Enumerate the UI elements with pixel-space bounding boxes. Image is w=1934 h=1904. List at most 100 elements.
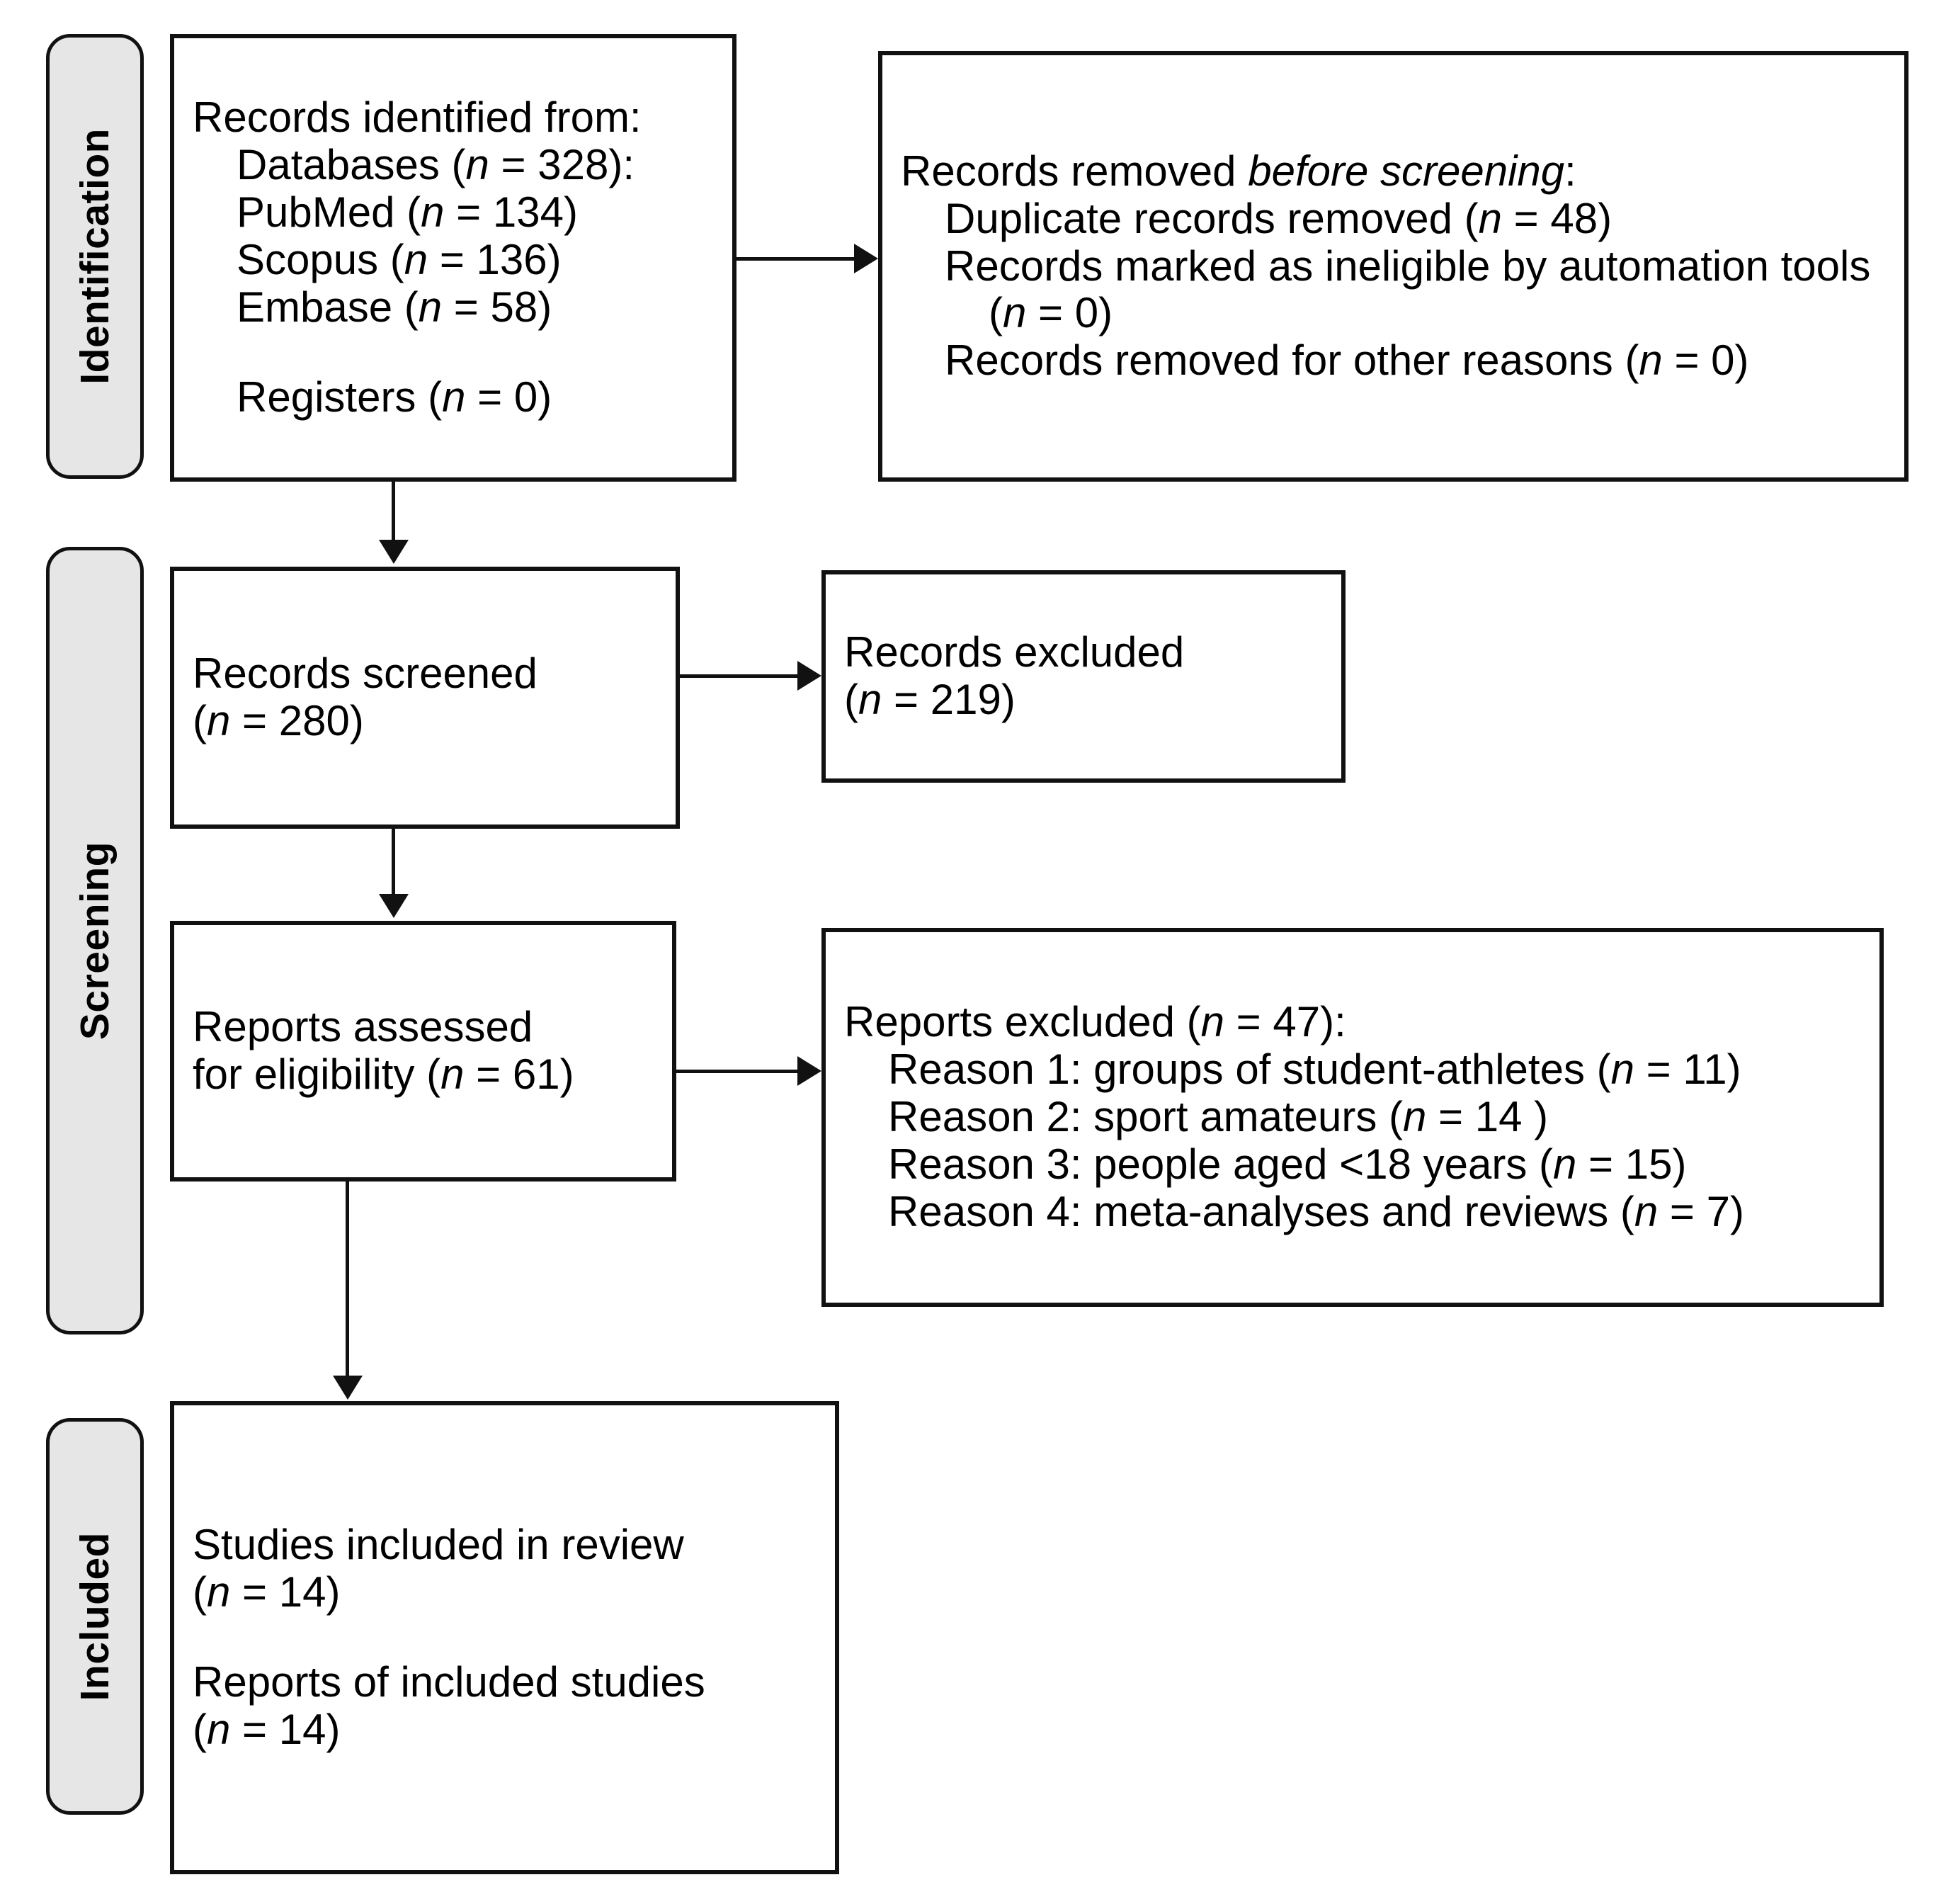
box-records-identified: Records identified from: Databases (n = …	[170, 34, 736, 482]
item-n-value: = 0)	[1662, 336, 1749, 385]
count-n-symbol: n	[858, 676, 882, 723]
reason-n-value: = 14 )	[1426, 1093, 1549, 1141]
box-records-screened: Records screened (n = 280)	[170, 567, 680, 829]
reports-excluded-reason-4: Reason 4: meta-analyses and reviews (n =…	[844, 1187, 1861, 1236]
count-n-symbol: n	[206, 1705, 231, 1753]
stage-identification-label: Identification	[72, 128, 118, 385]
studies-included-spacer	[193, 1616, 817, 1659]
databases-n-value: = 328):	[489, 141, 635, 189]
records-identified-source-pubmed: PubMed (n = 134)	[193, 188, 714, 237]
source-name: Embase (	[237, 283, 419, 331]
count-value: = 14)	[230, 1568, 341, 1616]
reports-excluded-title: Reports excluded (n = 47):	[844, 998, 1861, 1046]
count-value: = 280)	[230, 697, 364, 744]
title-prefix: Reports excluded (	[844, 998, 1201, 1046]
item-n-value: = 0)	[1026, 289, 1113, 337]
item-text: Duplicate records removed (	[945, 194, 1479, 242]
reason-n-symbol: n	[1610, 1046, 1634, 1094]
stage-screening-label: Screening	[72, 841, 118, 1041]
records-excluded-title: Records excluded	[844, 628, 1185, 676]
source-n-value: = 136)	[428, 236, 562, 283]
records-identified-registers: Registers (n = 0)	[193, 373, 714, 421]
connector-screened-to-assessed	[392, 829, 395, 897]
connector-assessed-to-included	[346, 1182, 349, 1378]
arrowhead-identified-to-screened	[379, 540, 409, 564]
studies-included-line1: Studies included in review	[193, 1521, 684, 1569]
registers-n-value: = 0)	[465, 373, 552, 421]
arrowhead-identified-to-removed	[854, 244, 878, 273]
title-n-symbol: n	[1200, 998, 1224, 1046]
records-removed-title-plain: Records removed	[901, 147, 1248, 195]
count-prefix: (	[844, 676, 858, 723]
item-n-value: = 48)	[1502, 194, 1612, 242]
title-value: = 47):	[1224, 998, 1346, 1046]
reports-assessed-line2: for eligibility (n = 61)	[193, 1050, 654, 1099]
reason-text: Reason 2: sport amateurs (	[888, 1093, 1404, 1141]
records-removed-title-italic: before screening	[1248, 147, 1565, 195]
source-n-symbol: n	[404, 236, 428, 283]
records-identified-source-embase: Embase (n = 58)	[193, 283, 714, 332]
records-identified-source-scopus: Scopus (n = 136)	[193, 236, 714, 284]
item-n-symbol: n	[1478, 194, 1503, 242]
source-n-value: = 134)	[444, 188, 578, 237]
reason-n-value: = 11)	[1634, 1046, 1741, 1094]
box-studies-included: Studies included in review (n = 14) Repo…	[170, 1401, 839, 1874]
studies-included-line1-count: (n = 14)	[193, 1568, 817, 1616]
item-n-symbol: n	[1639, 336, 1663, 385]
item-n-symbol: n	[1002, 289, 1027, 337]
records-removed-item-other: Records removed for other reasons (n = 0…	[901, 336, 1886, 385]
reports-excluded-reason-1: Reason 1: groups of student-athletes (n …	[844, 1046, 1861, 1094]
arrowhead-screened-to-assessed	[379, 894, 409, 918]
arrowhead-screened-to-excluded	[797, 661, 821, 691]
reason-n-value: = 7)	[1658, 1187, 1744, 1235]
records-screened-count: (n = 280)	[193, 697, 657, 745]
connector-identified-to-removed	[736, 257, 858, 261]
databases-label: Databases (	[237, 141, 466, 189]
count-prefix: (	[193, 1705, 207, 1753]
stage-screening: Screening	[46, 547, 144, 1334]
box-records-removed-before-screening: Records removed before screening: Duplic…	[878, 51, 1909, 482]
stage-identification: Identification	[46, 34, 144, 479]
box-reports-assessed: Reports assessed for eligibility (n = 61…	[170, 921, 676, 1182]
records-removed-title: Records removed before screening:	[901, 147, 1886, 196]
reason-n-symbol: n	[1634, 1187, 1659, 1235]
count-value: = 219)	[882, 676, 1016, 723]
connector-identified-to-screened	[392, 482, 395, 544]
line2-prefix: for eligibility (	[193, 1050, 441, 1098]
reports-assessed-line1: Reports assessed	[193, 1003, 533, 1051]
count-value: = 14)	[230, 1705, 341, 1753]
records-identified-title: Records identified from:	[193, 94, 642, 142]
records-removed-title-suffix: :	[1564, 147, 1576, 195]
count-prefix: (	[193, 1568, 207, 1616]
reports-excluded-reason-2: Reason 2: sport amateurs (n = 14 )	[844, 1093, 1861, 1141]
box-reports-excluded: Reports excluded (n = 47): Reason 1: gro…	[821, 928, 1884, 1307]
source-name: Scopus (	[237, 236, 404, 283]
connector-assessed-to-reports-excluded	[676, 1070, 800, 1073]
reason-n-symbol: n	[1553, 1140, 1577, 1188]
records-identified-spacer	[193, 332, 714, 374]
line2-value: = 61)	[464, 1050, 574, 1098]
item-text: Records removed for other reasons (	[945, 336, 1639, 385]
reports-excluded-reason-3: Reason 3: people aged <18 years (n = 15)	[844, 1140, 1861, 1189]
databases-n-symbol: n	[465, 141, 489, 189]
source-n-symbol: n	[418, 283, 443, 331]
records-removed-item-automation: Records marked as ineligible by automati…	[945, 242, 1886, 338]
records-removed-item-duplicates: Duplicate records removed (n = 48)	[901, 194, 1886, 243]
box-records-excluded: Records excluded (n = 219)	[821, 570, 1346, 783]
reason-n-value: = 15)	[1576, 1140, 1687, 1188]
reason-text: Reason 1: groups of student-athletes (	[888, 1046, 1611, 1094]
count-n-symbol: n	[206, 697, 231, 744]
reason-text: Reason 4: meta-analyses and reviews (	[888, 1187, 1634, 1235]
connector-screened-to-excluded	[680, 674, 800, 678]
records-excluded-count: (n = 219)	[844, 676, 1323, 724]
records-screened-title: Records screened	[193, 650, 537, 698]
arrowhead-assessed-to-reports-excluded	[797, 1056, 821, 1086]
item-text: Records marked as ineligible by automati…	[945, 242, 1871, 337]
count-n-symbol: n	[206, 1568, 231, 1616]
stage-included: Included	[46, 1418, 144, 1815]
count-prefix: (	[193, 697, 207, 744]
registers-label: Registers (	[237, 373, 443, 421]
source-n-symbol: n	[421, 188, 445, 237]
reason-text: Reason 3: people aged <18 years (	[888, 1140, 1553, 1188]
